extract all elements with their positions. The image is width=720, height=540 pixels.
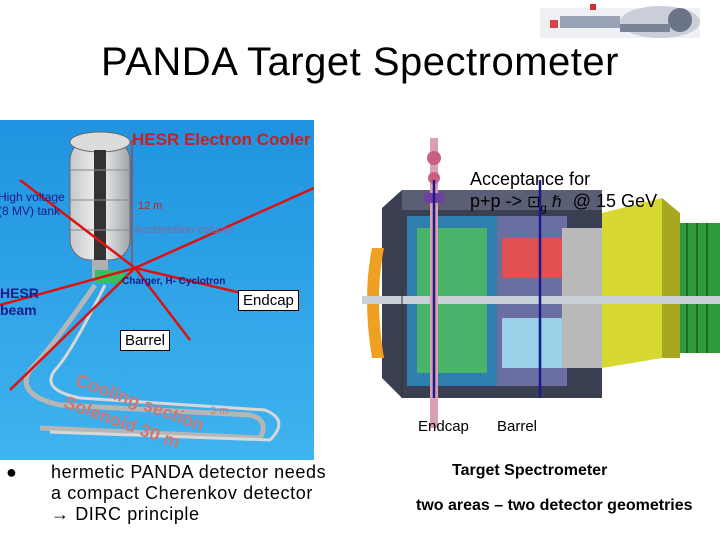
charger-label: Charger, H- Cyclotron bbox=[122, 276, 226, 287]
cooler-heading: HESR Electron Cooler bbox=[132, 130, 311, 149]
panda-detector-image bbox=[362, 128, 720, 430]
barrel-caption: Barrel bbox=[497, 418, 538, 435]
bullet-list: ● hermetic PANDA detector needs a compac… bbox=[6, 462, 376, 525]
reaction-symbol-a: ⊡ bbox=[527, 192, 541, 211]
page-title: PANDA Target Spectrometer bbox=[101, 40, 619, 84]
target-spectrometer-subtitle: two areas – two detector geometries bbox=[416, 497, 693, 514]
bullet-dot-icon: ● bbox=[6, 462, 18, 482]
hesr-beam-label: HESR beam bbox=[0, 285, 39, 318]
height-label: 12 m bbox=[138, 200, 163, 212]
bullet-item: ● hermetic PANDA detector needs a compac… bbox=[6, 462, 327, 524]
endcap-caption: Endcap bbox=[418, 418, 469, 435]
small-length-label: 3 m bbox=[210, 405, 229, 417]
high-voltage-label: High voltage (8 MV) tank bbox=[0, 190, 65, 218]
target-spectrometer-title: Target Spectrometer bbox=[452, 462, 608, 479]
endcap-box-label: Endcap bbox=[238, 290, 299, 311]
barrel-box-label: Barrel bbox=[120, 330, 171, 351]
acceleration-label: Acceleration column bbox=[134, 224, 234, 236]
acceptance-label: Acceptance for p+p -> ⊡g ℏ @ 15 GeV bbox=[470, 169, 658, 215]
overview-thumbnail bbox=[540, 4, 700, 38]
reaction-symbol-b: ℏ bbox=[551, 192, 562, 211]
